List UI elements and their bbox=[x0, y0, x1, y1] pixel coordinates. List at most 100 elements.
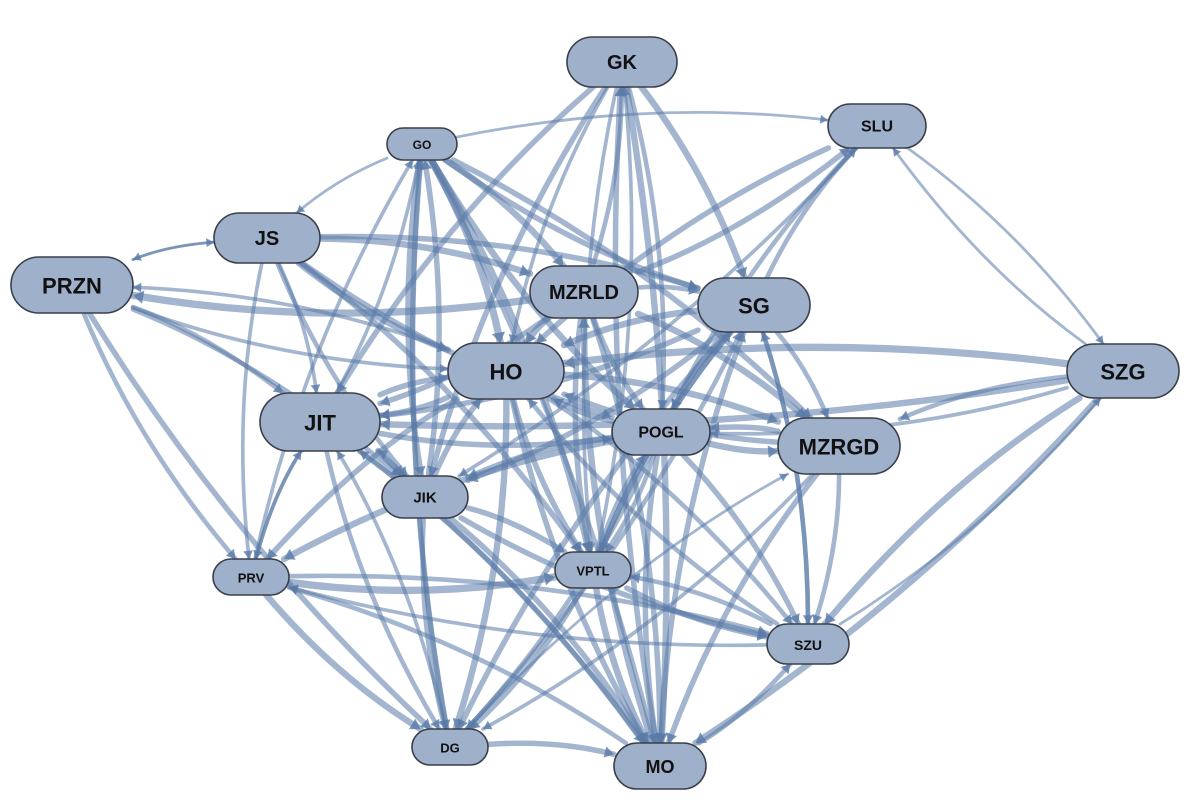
arrowhead-prv-vptl bbox=[543, 572, 555, 586]
node-label-mzrld: MZRLD bbox=[549, 282, 619, 304]
arrowhead-vptl-sg bbox=[720, 332, 731, 343]
arrowhead-pogl-szu bbox=[789, 613, 800, 624]
arrowhead-gk-sg bbox=[735, 266, 748, 278]
arrowhead-go-pogl bbox=[623, 397, 635, 409]
arrowhead-prv-dg bbox=[408, 718, 421, 730]
arrowhead-gk-vptl bbox=[585, 543, 596, 552]
arrowhead-pogl-jik bbox=[468, 468, 479, 479]
node-go: GO bbox=[386, 127, 458, 161]
edge-gk-jit bbox=[334, 84, 596, 396]
edge-go-js bbox=[295, 156, 389, 215]
node-shape-prv bbox=[212, 558, 290, 596]
arrowhead-ho-vptl bbox=[571, 541, 582, 552]
edge-jik-mo bbox=[447, 515, 649, 746]
arrowhead-jik-vptl bbox=[553, 542, 565, 552]
node-slu: SLU bbox=[827, 103, 927, 149]
arrowhead-vptl-pogl bbox=[635, 455, 645, 466]
node-przn: PRZN bbox=[10, 256, 134, 314]
edge-gk-jik bbox=[427, 84, 609, 479]
arrowhead-slu-szg bbox=[1095, 335, 1104, 344]
node-label-szg: SZG bbox=[1100, 360, 1145, 385]
node-shape-js bbox=[213, 212, 321, 264]
edge-slu-pogl bbox=[670, 145, 858, 412]
arrowhead-ho-dg bbox=[452, 717, 465, 729]
edge-sg-slu bbox=[764, 145, 859, 281]
arrowhead-mo-mzrld bbox=[577, 318, 591, 328]
edge-mzrgd-mo bbox=[665, 471, 820, 746]
arrowhead-szg-slu bbox=[893, 148, 902, 157]
edge-przn-js bbox=[131, 240, 216, 261]
node-shape-mzrld bbox=[529, 265, 639, 319]
arrowhead-szu-ho bbox=[528, 399, 539, 410]
node-mzrld: MZRLD bbox=[529, 265, 639, 319]
node-jit: JIT bbox=[259, 392, 381, 452]
edge-szg-mzrgd bbox=[897, 374, 1070, 422]
node-shape-przn bbox=[10, 256, 134, 314]
arrowhead-jik-jit bbox=[378, 450, 389, 460]
arrowhead-ho-przn bbox=[133, 282, 142, 293]
node-shape-go bbox=[386, 127, 458, 161]
node-label-jit: JIT bbox=[304, 411, 336, 436]
node-label-przn: PRZN bbox=[42, 274, 102, 299]
edge-pogl-jik bbox=[465, 434, 615, 481]
node-label-szu: SZU bbox=[794, 637, 822, 653]
arrowhead-mo-prv bbox=[289, 585, 299, 596]
edge-vptl-szu bbox=[623, 585, 770, 640]
arrowhead-slu-jik bbox=[459, 467, 469, 476]
arrowhead-szg-mzrgd bbox=[900, 410, 911, 421]
node-dg: DG bbox=[411, 728, 489, 766]
arrowhead-ho-jit bbox=[380, 408, 390, 421]
node-shape-sg bbox=[697, 277, 811, 333]
edge-dg-jit bbox=[335, 449, 448, 731]
arrowhead-pogl-vptl bbox=[605, 541, 616, 552]
arrowhead-mo-szu bbox=[780, 664, 791, 675]
arrowhead-dg-jit bbox=[337, 451, 346, 461]
arrowhead-pogl-prv bbox=[284, 548, 296, 560]
edge-prv-vptl bbox=[285, 573, 559, 595]
node-vptl: VPTL bbox=[554, 551, 632, 589]
edge-mzrgd-pogl bbox=[707, 424, 781, 435]
edge-mzrgd-dg bbox=[481, 472, 815, 731]
arrowhead-przn-jit bbox=[272, 383, 283, 393]
edge-szu-ho bbox=[526, 396, 780, 627]
edge-przn-prv bbox=[81, 310, 238, 562]
node-shape-slu bbox=[827, 103, 927, 149]
node-shape-jit bbox=[259, 392, 381, 452]
arrowhead-mzrld-jit bbox=[380, 395, 391, 407]
node-shape-ho bbox=[447, 342, 565, 400]
arrowhead-mzrld-pogl bbox=[632, 398, 644, 409]
arrowhead-jit-dg bbox=[430, 718, 440, 729]
arrowhead-ho-mzrgd bbox=[766, 412, 778, 424]
edge-przn-ho bbox=[131, 305, 450, 371]
arrowhead-dg-mzrgd bbox=[778, 473, 788, 482]
node-mzrgd: MZRGD bbox=[777, 417, 901, 475]
arrowhead-ho-prv bbox=[267, 548, 278, 559]
arrowhead-mo-jit bbox=[359, 451, 370, 461]
edge-go-mzrgd bbox=[450, 157, 814, 421]
edge-mzrld-slu bbox=[635, 145, 853, 275]
node-label-dg: DG bbox=[440, 741, 460, 756]
arrowhead-js-prv bbox=[243, 550, 253, 559]
arrowhead-go-slu bbox=[819, 114, 828, 124]
edge-mzrgd-szu bbox=[812, 471, 842, 627]
arrowhead-gk-ho bbox=[508, 334, 519, 343]
node-label-ho: HO bbox=[490, 360, 523, 385]
edge-dg-go bbox=[409, 157, 450, 732]
arrowhead-szg-szu bbox=[824, 612, 836, 624]
edge-vptl-mo bbox=[592, 584, 651, 747]
edge-mo-prv bbox=[286, 585, 629, 746]
arrowhead-go-js bbox=[296, 204, 306, 213]
arrowhead-dg-go bbox=[414, 160, 426, 170]
node-shape-gk bbox=[566, 36, 678, 88]
arrowhead-go-ho bbox=[491, 331, 505, 343]
node-label-slu: SLU bbox=[861, 119, 893, 136]
arrowhead-przn-prv bbox=[225, 548, 236, 559]
edge-gk-sg bbox=[638, 83, 748, 282]
node-shape-pogl bbox=[611, 408, 711, 456]
edge-szg-szu bbox=[821, 394, 1083, 628]
node-js: JS bbox=[213, 212, 321, 264]
edge-szu-sg bbox=[760, 329, 811, 627]
node-shape-szg bbox=[1066, 343, 1180, 399]
edge-js-przn bbox=[131, 240, 216, 261]
